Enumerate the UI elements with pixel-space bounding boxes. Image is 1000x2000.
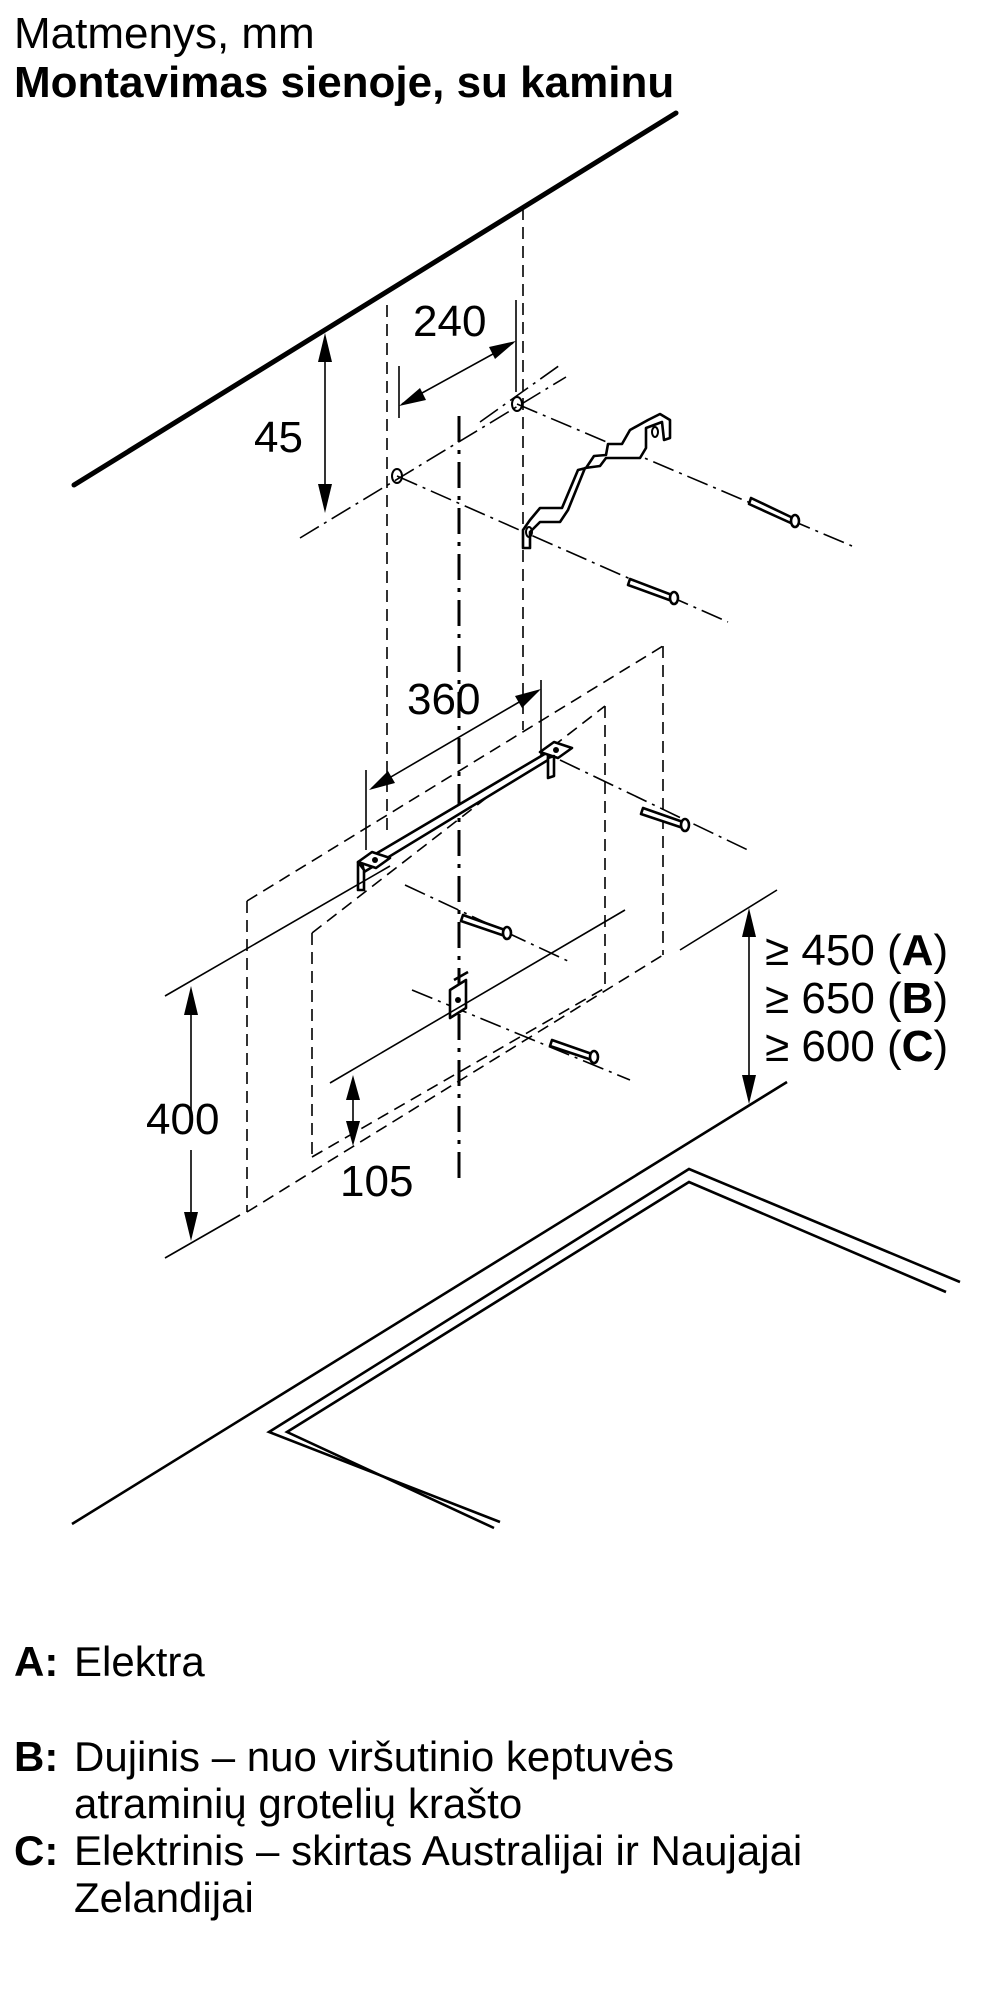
clearance-b-key: B	[902, 974, 934, 1023]
dimension-400-arrow	[184, 986, 198, 1241]
lower-bracket	[356, 740, 574, 892]
clearance-b-suffix: )	[933, 974, 948, 1023]
dimension-45-label: 45	[254, 413, 303, 462]
legend-text-c-line2: Zelandijai	[74, 1874, 254, 1921]
dimension-240-arrow	[399, 341, 516, 406]
legend-key-c: C:	[14, 1827, 58, 1874]
clearance-a-key: A	[902, 926, 934, 975]
axis-line	[411, 989, 631, 1081]
page-title: Matmenys, mm	[14, 9, 315, 58]
screw	[747, 496, 801, 529]
dimension-45-arrow	[318, 333, 332, 513]
legend-text-b: Dujinis – nuo viršutinio keptuvės	[74, 1733, 674, 1780]
upper-bracket	[521, 412, 672, 550]
clearance-c-suffix: )	[933, 1022, 948, 1071]
svg-text:≥ 650 (B): ≥ 650 (B)	[765, 974, 948, 1023]
axis-line	[559, 759, 753, 853]
extension-line	[164, 865, 391, 997]
clearance-arrow	[742, 908, 756, 1104]
dimension-240-label: 240	[413, 297, 486, 346]
clearance-a-prefix: ≥ 450 (	[765, 926, 902, 975]
drill-hole	[511, 396, 523, 412]
dimension-105-label: 105	[340, 1157, 413, 1206]
extension-line	[329, 909, 626, 1084]
page-subtitle: Montavimas sienoje, su kaminu	[14, 58, 674, 107]
clearance-c-prefix: ≥ 600 (	[765, 1022, 902, 1071]
clearance-labels: ≥ 450 (A) ≥ 650 (B) ≥ 600 (C)	[765, 926, 948, 1071]
countertop-edge	[71, 1080, 788, 1526]
extension-line	[679, 889, 778, 951]
legend-text-c: Elektrinis – skirtas Australijai ir Nauj…	[74, 1827, 802, 1874]
legend-key-a: A:	[14, 1638, 58, 1685]
axis-line	[516, 403, 853, 547]
clearance-a-suffix: )	[933, 926, 948, 975]
axis-line	[479, 364, 561, 423]
legend: A: Elektra B: Dujinis – nuo viršutinio k…	[14, 1638, 802, 1921]
hob-outline	[266, 1167, 961, 1530]
screw	[639, 806, 691, 833]
dimension-400-label: 400	[146, 1095, 219, 1144]
screw	[548, 1038, 600, 1065]
ceiling-line	[71, 110, 679, 488]
legend-text-b-line2: atraminių grotelių krašto	[74, 1780, 522, 1827]
safety-clip	[448, 970, 469, 1020]
extension-line	[164, 1214, 241, 1259]
extension-line	[299, 376, 567, 539]
legend-key-b: B:	[14, 1733, 58, 1780]
dimension-105-arrow	[346, 1075, 360, 1146]
screw	[626, 577, 680, 606]
clearance-c-key: C	[902, 1022, 934, 1071]
legend-text-a: Elektra	[74, 1638, 205, 1685]
clearance-b-prefix: ≥ 650 (	[765, 974, 902, 1023]
svg-text:≥ 600 (C): ≥ 600 (C)	[765, 1022, 948, 1071]
dimension-360-label: 360	[407, 675, 480, 724]
screw	[459, 913, 513, 941]
dimension-360-arrow	[369, 689, 541, 790]
drill-hole	[391, 468, 403, 484]
chimney-outline	[246, 645, 664, 1213]
svg-text:≥ 450 (A): ≥ 450 (A)	[765, 926, 948, 975]
